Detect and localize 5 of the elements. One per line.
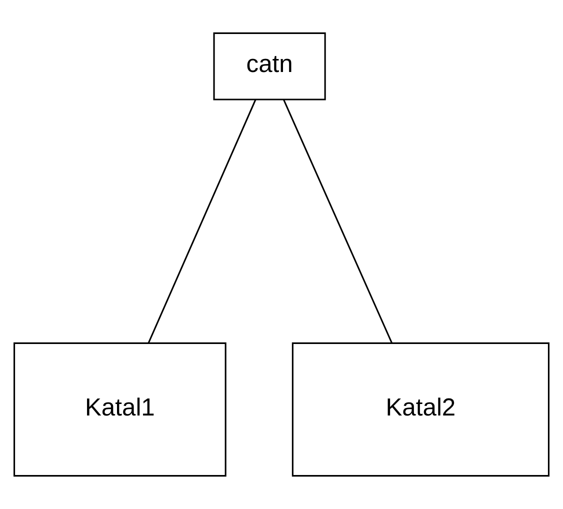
connector — [283, 100, 392, 344]
node-box: catn — [213, 32, 326, 100]
connector — [148, 100, 256, 344]
node-box: Katal1 — [14, 342, 226, 477]
node-box: Katal2 — [292, 342, 550, 477]
